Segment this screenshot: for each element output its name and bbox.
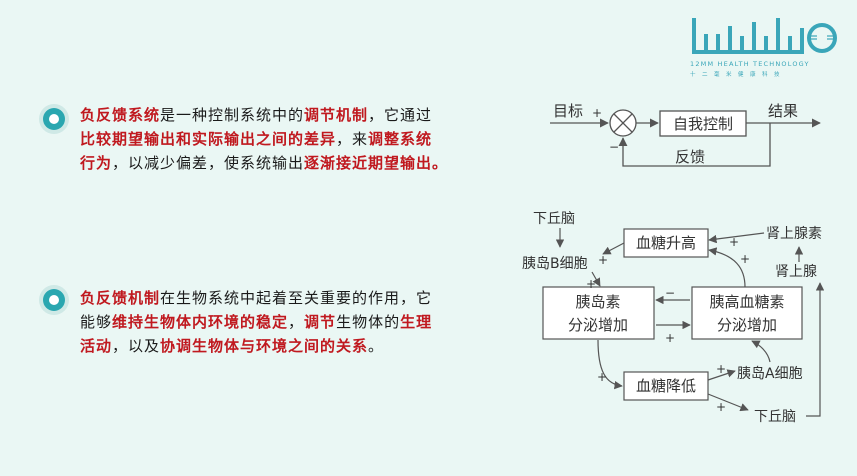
glucagon-to-glucose-high-arrow xyxy=(708,247,746,288)
highlight-text: 调整系统 xyxy=(368,130,433,148)
paragraph-line: 行为，以减少偏差，使系统输出逐渐接近期望输出。 xyxy=(80,151,448,175)
highlight-text: 协调生物体与环境之间的关系 xyxy=(160,337,369,355)
feedback-minus-sign: − xyxy=(609,140,619,154)
feedback-path xyxy=(618,123,771,167)
highlight-text: 调节 xyxy=(304,313,337,331)
alpha-cell-label: 胰岛A细胞 xyxy=(737,366,803,382)
plus-sign: + xyxy=(586,277,596,291)
highlight-text: 负反馈系统 xyxy=(80,106,161,124)
paragraph-line: 活动，以及协调生物体与环境之间的关系。 xyxy=(80,334,432,358)
glucose-low-box xyxy=(623,371,709,401)
adrenaline-to-glucose-high-arrow xyxy=(708,232,765,244)
plus-sign: + xyxy=(597,370,607,384)
highlight-text: 比较期望输出和实际输出之间的差异 xyxy=(80,130,337,148)
plus-sign: + xyxy=(598,253,608,267)
hypothalamus-to-adrenal-path xyxy=(806,282,825,417)
paragraph-line: 负反馈系统是一种控制系统中的调节机制，它通过 xyxy=(80,103,448,127)
beta-to-insulin-arrow xyxy=(591,271,601,287)
glucose-regulation-diagram xyxy=(542,228,825,417)
glucose-high-label: 血糖升高 xyxy=(636,234,696,252)
insulin-label-line2: 分泌增加 xyxy=(568,316,628,334)
minus-sign: − xyxy=(665,286,675,300)
highlight-text: 负反馈机制 xyxy=(80,289,161,307)
bullet-icon xyxy=(43,108,65,130)
highlight-text: 逐渐接近期望输出。 xyxy=(304,154,449,172)
body-text: ， xyxy=(288,313,305,331)
bullet-icon xyxy=(43,289,65,311)
body-text: 是一种控制系统中的 xyxy=(160,106,305,124)
highlight-text: 行为 xyxy=(80,154,113,172)
output-label: 结果 xyxy=(768,102,798,120)
body-text: 生物体的 xyxy=(336,313,401,331)
body-text: ，以减少偏差，使系统输出 xyxy=(112,154,305,172)
adrenaline-label: 肾上腺素 xyxy=(766,226,822,242)
beta-cell-label: 胰岛B细胞 xyxy=(522,256,588,272)
insulin-to-glucose-low-arrow xyxy=(597,339,623,390)
input-label: 目标 xyxy=(553,102,583,120)
adrenal-gland-label: 肾上腺 xyxy=(775,264,817,280)
glucose-low-to-hypothalamus-arrow xyxy=(707,393,749,412)
body-text: 能够 xyxy=(80,313,113,331)
paragraph-line: 负反馈机制在生物系统中起着至关重要的作用，它 xyxy=(80,286,432,310)
body-text: 在生物系统中起着至关重要的作用，它 xyxy=(160,289,433,307)
insulin-label: 胰岛素 xyxy=(575,293,620,311)
glucose-high-to-beta-arrow xyxy=(602,242,625,255)
highlight-text: 调节机制 xyxy=(304,106,369,124)
plus-sign: + xyxy=(716,362,726,376)
insulin-box xyxy=(542,286,655,340)
body-text: ，它通过 xyxy=(368,106,433,124)
highlight-text: 活动 xyxy=(80,337,113,355)
logo-tagline-en: 12MM HEALTH TECHNOLOGY xyxy=(690,60,810,68)
controller-label: 自我控制 xyxy=(673,115,733,133)
paragraph-negative-feedback-mechanism: 负反馈机制在生物系统中起着至关重要的作用，它 能够维持生物体内环境的稳定，调节生… xyxy=(80,286,432,358)
glucose-high-box xyxy=(623,228,709,258)
paragraph-line: 能够维持生物体内环境的稳定，调节生物体的生理 xyxy=(80,310,432,334)
highlight-text: 生理 xyxy=(400,313,433,331)
company-logo xyxy=(692,18,837,54)
body-text: ，以及 xyxy=(112,337,161,355)
glucose-low-label: 血糖降低 xyxy=(636,377,696,395)
glucagon-label-line2: 分泌增加 xyxy=(717,316,777,334)
glucose-low-to-alpha-arrow xyxy=(707,369,736,381)
alpha-to-glucagon-arrow xyxy=(751,340,771,363)
logo-tagline-cn: 十二毫米健康科技 xyxy=(690,72,787,78)
controller-box xyxy=(659,110,747,137)
input-plus-sign: + xyxy=(592,106,602,120)
plus-sign: + xyxy=(729,235,739,249)
feedback-label: 反馈 xyxy=(675,148,705,166)
body-text: 。 xyxy=(368,337,385,355)
hypothalamus-label: 下丘脑 xyxy=(533,211,575,227)
plus-sign: + xyxy=(665,331,675,345)
paragraph-line: 比较期望输出和实际输出之间的差异，来调整系统 xyxy=(80,127,448,151)
plus-sign: + xyxy=(716,400,726,414)
body-text: ，来 xyxy=(336,130,369,148)
plus-sign: + xyxy=(740,252,750,266)
hypothalamus-label-2: 下丘脑 xyxy=(754,409,796,425)
summing-cross xyxy=(613,113,633,133)
paragraph-negative-feedback-system: 负反馈系统是一种控制系统中的调节机制，它通过 比较期望输出和实际输出之间的差异，… xyxy=(80,103,448,175)
glucagon-label: 胰高血糖素 xyxy=(709,293,784,311)
control-loop-diagram xyxy=(550,109,821,167)
highlight-text: 维持生物体内环境的稳定 xyxy=(112,313,289,331)
glucagon-box xyxy=(691,286,803,340)
